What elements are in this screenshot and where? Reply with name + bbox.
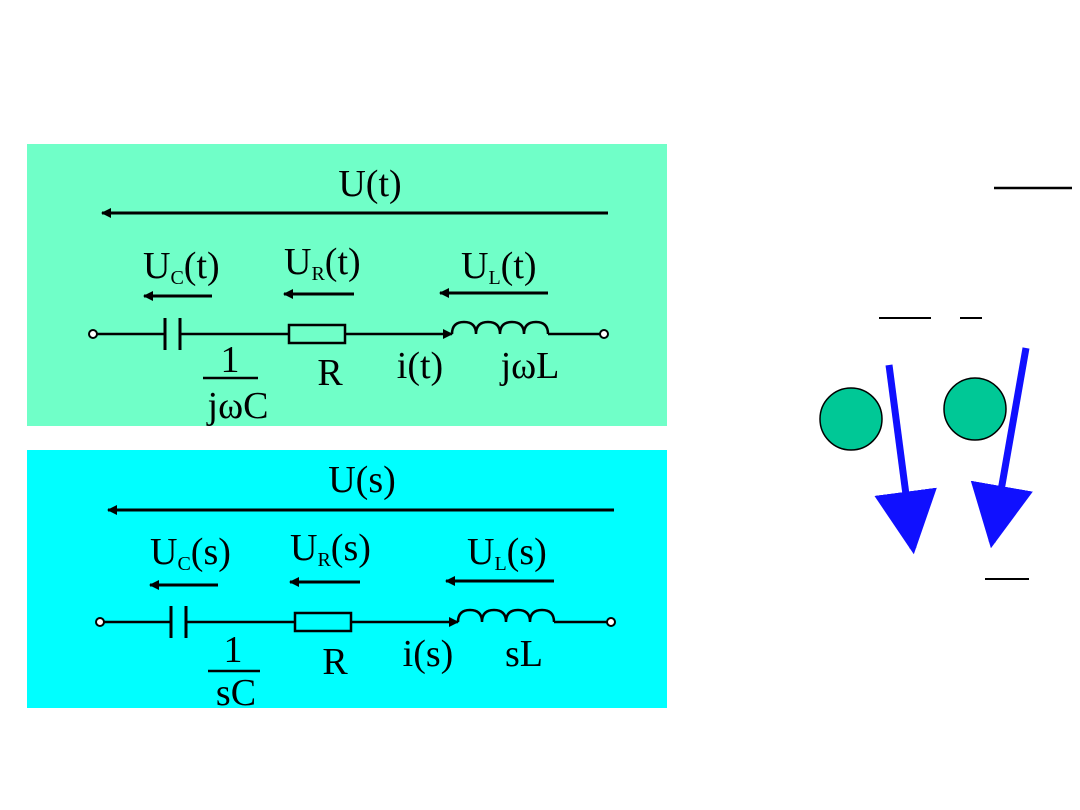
node-circle-left (819, 387, 883, 451)
node-circle-right (943, 377, 1007, 441)
resistor-label: R (317, 352, 343, 394)
blue-arrow-right (970, 347, 1033, 549)
ul-label: UL(s) (467, 531, 547, 575)
total-voltage-label: U(s) (328, 459, 396, 501)
terminal-right (599, 329, 609, 339)
inductor-symbol (450, 320, 550, 335)
ur-label: UR(s) (290, 527, 371, 571)
resistor-label: R (322, 641, 348, 683)
inductor-symbol (456, 608, 556, 623)
time-domain-panel (27, 144, 667, 426)
uc-label: UC(s) (150, 531, 231, 575)
capacitor-numerator: 1 (221, 339, 240, 381)
s-domain-panel (27, 450, 667, 708)
ul-label: UL(t) (461, 245, 537, 289)
ur-label: UR(t) (284, 241, 361, 285)
inductor-label: jωL (499, 345, 560, 387)
capacitor-denominator: sC (216, 672, 256, 714)
capacitor-denominator: jωC (206, 385, 269, 427)
inductor-label: sL (505, 633, 543, 675)
terminal-right (606, 617, 616, 627)
uc-label: UC(t) (143, 245, 220, 289)
current-label: i(t) (397, 345, 443, 387)
capacitor-numerator: 1 (224, 629, 243, 671)
total-voltage-label: U(t) (338, 163, 401, 205)
blue-arrow-left (874, 364, 937, 555)
current-label: i(s) (403, 633, 454, 675)
